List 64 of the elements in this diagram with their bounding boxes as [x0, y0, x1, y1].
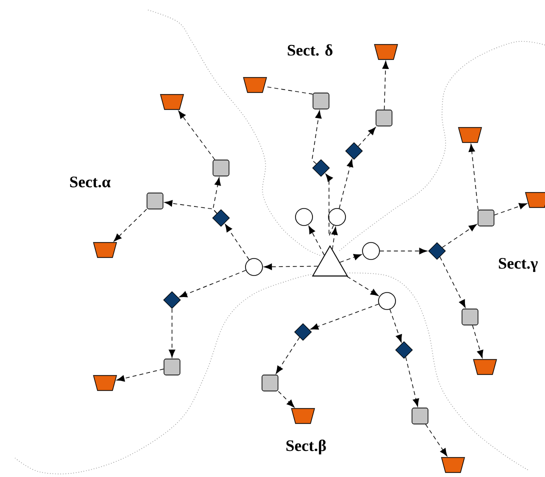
bucket-symbol [93, 242, 117, 258]
square-symbol [164, 358, 180, 376]
bucket-symbol [374, 44, 398, 60]
arrow [425, 424, 448, 456]
arrow [472, 325, 484, 358]
diamond-symbol [428, 242, 446, 260]
bucket-symbol [160, 94, 184, 110]
arrow [312, 110, 322, 164]
arrow [382, 60, 389, 110]
bucket-symbol [441, 457, 465, 473]
arrow [440, 256, 466, 308]
arrow [390, 309, 402, 342]
arrow [114, 208, 147, 242]
sector-label: Sect.α [70, 176, 111, 188]
square-symbol [262, 374, 278, 392]
square-symbol [212, 160, 230, 176]
arrow [178, 110, 216, 160]
circle-symbol [328, 208, 346, 226]
arrow [276, 337, 300, 374]
circle-symbol [378, 292, 396, 310]
arrow [224, 224, 250, 260]
square-symbol [312, 92, 330, 110]
bucket-symbol [473, 359, 497, 375]
arrow [310, 304, 380, 330]
square-symbol [412, 408, 428, 424]
arrow [442, 224, 477, 248]
circle-symbol [362, 242, 380, 260]
bucket-symbol [243, 77, 267, 93]
diamond-symbol [294, 323, 312, 341]
diamond-symbol [212, 209, 230, 227]
bucket-symbol [93, 375, 117, 391]
sector-label: Sect.β [286, 440, 326, 454]
arrow [494, 203, 528, 216]
diamond-symbol [163, 291, 181, 309]
square-symbol [478, 210, 494, 226]
arrow [468, 144, 479, 210]
square-symbol [462, 308, 478, 326]
arrow [346, 276, 379, 296]
arrow [164, 200, 218, 214]
arrow [380, 248, 428, 254]
sector-label: Sect.γ [498, 258, 538, 272]
arrow [325, 174, 334, 238]
arrow [358, 127, 376, 147]
arrow [340, 254, 362, 263]
circle-symbol [245, 258, 263, 276]
circle-symbol [295, 208, 313, 226]
bucket-symbol [525, 192, 545, 208]
diamond-symbol [345, 142, 363, 160]
bucket-symbol [291, 408, 315, 424]
arrow [278, 391, 295, 408]
arrow [179, 270, 246, 298]
arrow [405, 356, 420, 407]
square-symbol [376, 110, 392, 126]
square-symbol [146, 192, 164, 210]
arrow [116, 368, 164, 382]
arrow [308, 226, 325, 256]
bucket-symbol [458, 127, 482, 143]
arrow [338, 159, 354, 209]
arrow [168, 308, 176, 358]
sector-label: Sect. δ [288, 44, 332, 56]
diamond-symbol [395, 341, 413, 359]
diamond-symbol [312, 159, 330, 177]
arrow [264, 264, 318, 270]
arrow [331, 226, 338, 250]
